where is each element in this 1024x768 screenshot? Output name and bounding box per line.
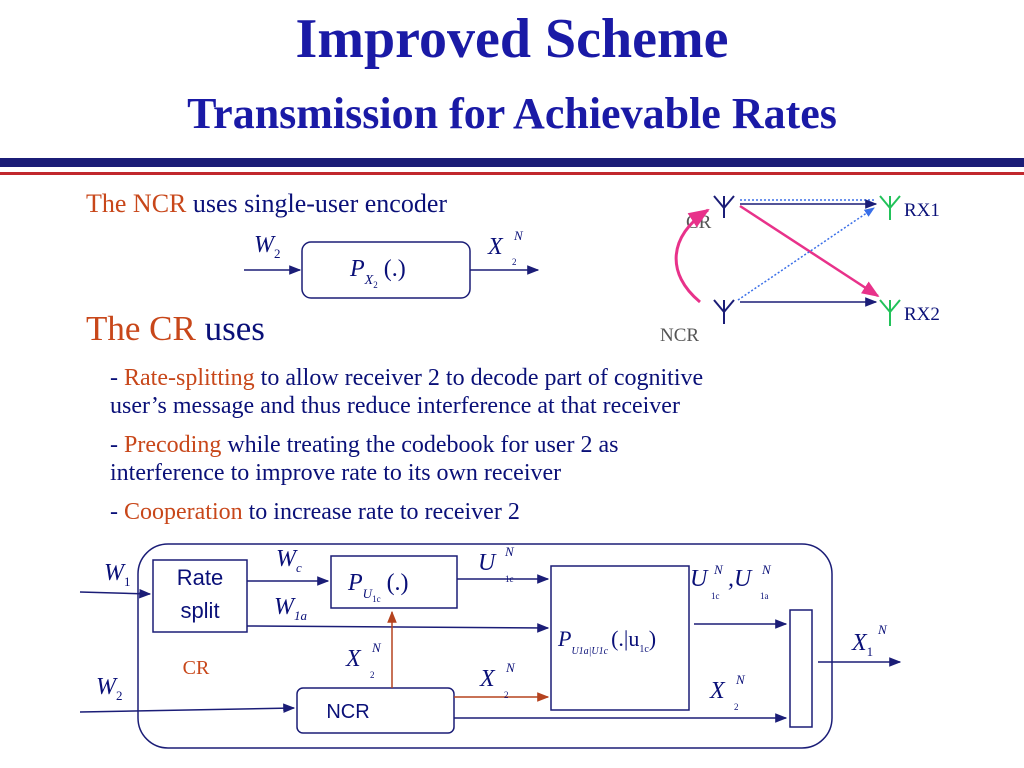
u1c-out-sub: 1c [505, 574, 514, 584]
bullet-text: to allow receiver 2 to decode part of co… [254, 365, 704, 391]
w1a-label: W1a [274, 594, 308, 623]
ncr-encoder-label: NCR [326, 701, 369, 723]
encoder-input-label: W2 [254, 232, 281, 261]
ncr-encoder-statement: The NCR uses single-user encoder [86, 188, 447, 220]
bullet-accent: Precoding [124, 432, 222, 458]
rx2-antenna-icon [879, 299, 901, 326]
joint-encoder-box [550, 565, 690, 711]
cr-enclosure [137, 543, 833, 749]
u-pair-label: U [690, 566, 709, 592]
bullet-precoding: - Precoding while treating the codebook … [110, 431, 619, 487]
u-pair-second: ,U [728, 566, 753, 592]
u-pair-sub2: 1a [760, 591, 769, 601]
x2-low-label: X [709, 678, 726, 704]
bullet-dash: - [110, 432, 124, 458]
channel-model-diagram: CR NCR RX1 RX2 [660, 195, 940, 346]
u-pair-sup2: N [761, 562, 772, 577]
bullet-accent: Rate-splitting [124, 365, 255, 391]
encoder-function-label: PX2(.) [349, 256, 406, 290]
rx1-antenna-icon [879, 195, 901, 220]
wc-label: Wc [276, 546, 302, 575]
ncr-rest: uses single-user encoder [186, 189, 448, 218]
bullet-rate-splitting: - Rate-splitting to allow receiver 2 to … [110, 364, 703, 420]
w1-label: W1 [104, 560, 131, 589]
encoder-output-sup: N [513, 228, 524, 243]
ncr-encoder-diagram: W2 PX2(.) X N 2 [244, 228, 540, 299]
bullet-dash: - [110, 365, 124, 391]
w2-input-arrow [79, 703, 296, 714]
bullet-text: to increase rate to receiver 2 [242, 499, 520, 525]
output-mux-box [789, 609, 813, 728]
rate-split-box [152, 559, 248, 633]
x2-feed-sub: 2 [370, 670, 375, 680]
cr-heading: The CR uses [86, 308, 265, 350]
w2-label: W2 [96, 674, 123, 703]
rate-split-line2: split [180, 598, 219, 623]
x2-joint-sup: N [505, 660, 516, 675]
x2-joint-sub: 2 [504, 690, 509, 700]
rx2-node-label: RX2 [904, 304, 940, 325]
w1a-arrow [246, 623, 550, 633]
cr-heading-rest: uses [195, 309, 265, 348]
joint-encoder-label: PU1a|U1c(.|u1c) [557, 626, 656, 657]
ncr-node-label: NCR [660, 325, 699, 346]
x2-low-sup: N [735, 672, 746, 687]
bullet-cooperation: - Cooperation to increase rate to receiv… [110, 498, 520, 526]
x2-joint-label: X [479, 666, 496, 692]
u-pair-sup1: N [713, 562, 724, 577]
x1-output-sup: N [877, 622, 888, 637]
x2-feed-sup: N [371, 640, 382, 655]
ncr-encoder-box [296, 687, 455, 734]
ncr-accent: The NCR [86, 189, 187, 218]
cr-block-label: CR [183, 657, 210, 679]
w1-input-arrow [79, 588, 152, 599]
slide-title: Improved Scheme [295, 8, 729, 70]
ncr-antenna-icon [713, 299, 735, 324]
bullet-text-line2: user’s message and thus reduce interfere… [110, 393, 680, 419]
u1c-out-label: U [478, 550, 497, 576]
encoder-block-diagram: W1 Rate split CR Wc W1a PU1c(.) U N 1c P… [79, 543, 902, 749]
cr-heading-accent: The CR [86, 309, 196, 348]
cooperation-arrow [674, 208, 710, 304]
bullet-accent: Cooperation [124, 499, 243, 525]
x1-output-label: X1 [851, 630, 873, 659]
cr-to-rx2-link [739, 204, 880, 298]
bullet-text: while treating the codebook for user 2 a… [221, 432, 619, 458]
encoder-output-sub: 2 [512, 257, 517, 267]
pu1c-box [330, 555, 458, 609]
encoder-output-label: X [487, 234, 504, 260]
u1c-out-sup: N [504, 544, 515, 559]
slide-subtitle: Transmission for Achievable Rates [187, 89, 837, 138]
u-pair-sub1: 1c [711, 591, 720, 601]
x2-low-sub: 2 [734, 702, 739, 712]
rate-split-line1: Rate [177, 565, 223, 590]
rx1-node-label: RX1 [904, 200, 940, 221]
ncr-to-rx1-link [737, 207, 875, 301]
pu1c-label: PU1c(.) [347, 570, 409, 604]
cr-antenna-icon [713, 195, 735, 218]
title-divider-red [0, 172, 1024, 175]
x2-feed-label: X [345, 646, 362, 672]
title-divider-navy [0, 158, 1024, 167]
bullet-text-line2: interference to improve rate to its own … [110, 460, 562, 486]
bullet-dash: - [110, 499, 124, 525]
